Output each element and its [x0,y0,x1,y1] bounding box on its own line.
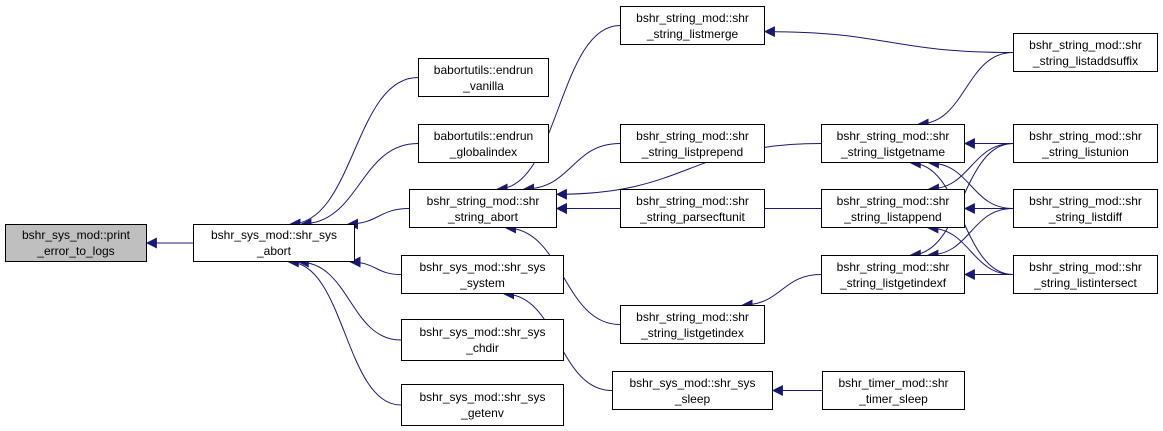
edge-listdiff-to-listgetname [927,157,1014,209]
node-shr-string-listprepend[interactable]: bshr_string_mod::shr _string_listprepend [620,124,765,163]
node-label-line1: bshr_string_mod::shr [426,193,540,208]
node-label-line1: bshr_string_mod::shr [636,10,749,25]
node-endrun-vanilla[interactable]: babortutils::endrun _vanilla [418,58,549,97]
node-label-line1: bshr_sys_mod::shr_sys [419,325,546,339]
node-endrun-globalindex[interactable]: babortutils::endrun _globalindex [418,124,549,163]
node-label-line2: _string_listgetindexf [839,275,947,290]
node-shr-string-listintersect[interactable]: bshr_string_mod::shr _string_listinterse… [1013,255,1158,294]
node-label-line1: bshr_string_mod::shr [636,128,749,143]
node-print-error-to-logs[interactable]: bshr_sys_mod::print _error_to_logs [5,224,147,262]
edge-listprepend-to-string_abort [523,143,621,195]
node-label-line2: _error_to_logs [37,244,115,258]
edge-listaddsuffix-to-listmerge [763,26,1014,53]
edge-string_abort-to-sys_abort [347,208,410,230]
node-label-line1: bshr_string_mod::shr [1029,128,1142,143]
node-label-line2: _string_listintersect [1034,275,1137,290]
node-shr-timer-sleep[interactable]: bshr_timer_mod::shr _timer_sleep [822,371,965,410]
node-label-line2: _string_listprepend [641,144,744,159]
node-shr-string-listdiff[interactable]: bshr_string_mod::shr _string_listdiff [1013,189,1158,228]
node-label-line1: bshr_string_mod::shr [836,193,950,208]
node-label-line2: _string_listunion [1042,144,1129,159]
node-label-line1: bshr_timer_mod::shr [838,375,949,390]
node-label-line1: bshr_string_mod::shr [636,309,749,324]
node-label-line2: _string_listaddsuffix [1032,53,1139,68]
node-label-line1: bshr_string_mod::shr [636,193,749,208]
node-shr-string-abort[interactable]: bshr_string_mod::shr _string_abort [409,189,557,228]
node-shr-sys-abort[interactable]: bshr_sys_mod::shr_sys _abort [193,224,355,262]
edge-listdiff-to-listgetindexf [927,208,1014,261]
node-shr-sys-chdir[interactable]: bshr_sys_mod::shr_sys _chdir [401,319,564,361]
node-label-line2: _string_abort [447,209,519,224]
node-label-line2: _timer_sleep [859,391,928,406]
node-label-line2: _abort [256,244,292,258]
node-shr-sys-sleep[interactable]: bshr_sys_mod::shr_sys _sleep [612,371,773,410]
node-label-line2: _vanilla [463,78,504,93]
node-shr-string-listgetindex[interactable]: bshr_string_mod::shr _string_listgetinde… [620,305,765,344]
edge-listgetname-to-string_abort [555,143,822,200]
edge-sys_getenv-to-sys_abort [287,256,402,406]
node-label-line2: _string_listappend [844,209,942,224]
node-label-line1: babortutils::endrun [433,62,534,77]
node-label-line2: _string_parsecftunit [640,209,745,224]
node-label-line1: bshr_string_mod::shr [836,259,950,274]
edge-endrun_globalindex-to-sys_abort [300,143,419,230]
node-label-line2: _string_listdiff [1048,209,1123,224]
node-label-line1: bshr_string_mod::shr [1029,37,1142,52]
node-label-line1: bshr_sys_mod::shr_sys [210,228,338,242]
edge-listintersect-to-listappend [927,222,1014,275]
node-shr-string-listgetindexf[interactable]: bshr_string_mod::shr _string_listgetinde… [821,255,965,294]
node-label-line1: bshr_sys_mod::shr_sys [419,390,546,404]
edge-listaddsuffix-to-listgetname [917,52,1014,130]
node-label-line2: _chdir [466,341,499,355]
node-label-line2: _getenv [461,406,504,420]
node-shr-string-listappend[interactable]: bshr_string_mod::shr _string_listappend [821,189,965,228]
node-label-line1: bshr_sys_mod::shr_sys [419,259,546,274]
edge-endrun_vanilla-to-sys_abort [289,77,419,230]
edge-listunion-to-listappend [927,143,1014,195]
node-label-line1: bshr_string_mod::shr [1029,259,1142,274]
node-label-line1: bshr_string_mod::shr [1029,193,1142,208]
node-shr-string-listaddsuffix[interactable]: bshr_string_mod::shr _string_listaddsuff… [1013,33,1158,72]
node-label-line2: _string_listgetindex [641,325,744,340]
node-label-line2: _string_listmerge [646,26,739,41]
node-shr-string-listgetname[interactable]: bshr_string_mod::shr _string_listgetname [821,124,965,163]
node-shr-sys-getenv[interactable]: bshr_sys_mod::shr_sys _getenv [401,384,564,426]
node-shr-string-parsecftunit[interactable]: bshr_string_mod::shr _string_parsecftuni… [620,189,765,228]
edge-sys_chdir-to-sys_abort [297,256,402,341]
edge-listmerge-to-string_abort [496,25,621,195]
node-shr-string-listunion[interactable]: bshr_string_mod::shr _string_listunion [1013,124,1158,163]
node-label-line1: babortutils::endrun [433,128,534,143]
edge-listgetindexf-to-listgetindex [741,274,822,311]
edge-sys_system-to-sys_abort [349,256,402,275]
node-label-line2: _string_listgetname [840,144,946,159]
node-label-line2: _globalindex [449,144,518,159]
node-label-line1: bshr_sys_mod::print [21,228,131,242]
node-label-line2: _sleep [674,391,711,406]
node-label-line2: _system [460,275,505,290]
node-shr-sys-system[interactable]: bshr_sys_mod::shr_sys _system [401,255,564,294]
node-label-line1: bshr_string_mod::shr [836,128,950,143]
node-label-line1: bshr_sys_mod::shr_sys [629,375,756,390]
node-shr-string-listmerge[interactable]: bshr_string_mod::shr _string_listmerge [620,6,765,45]
